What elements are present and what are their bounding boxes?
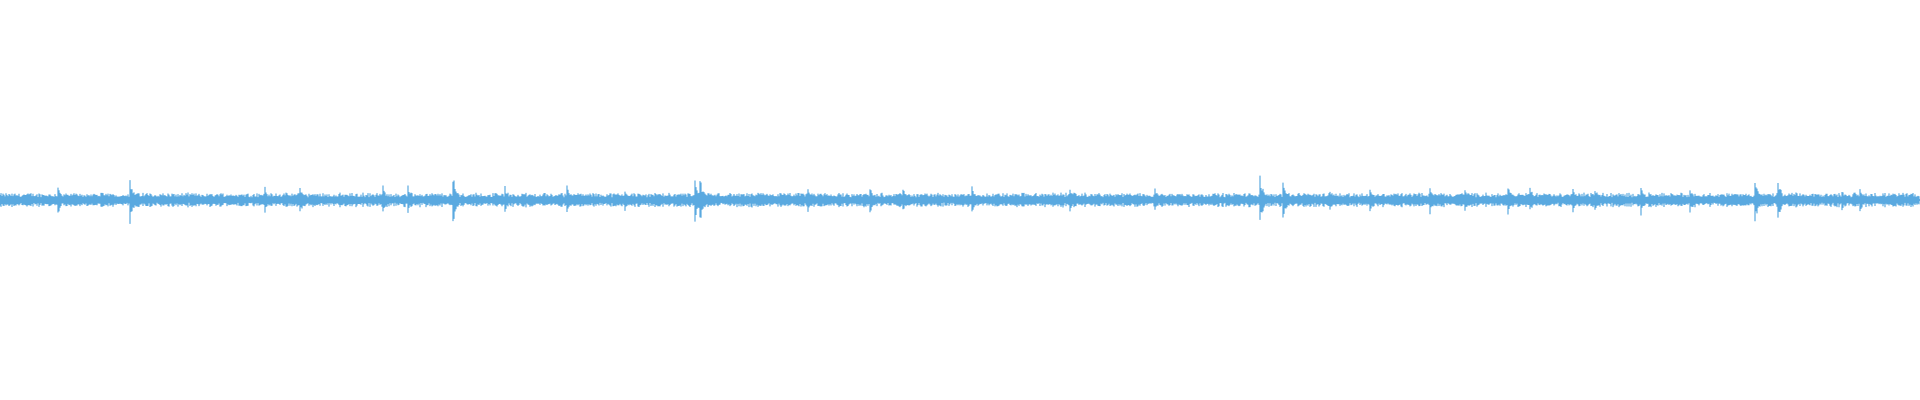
waveform-graphic bbox=[0, 175, 1920, 224]
